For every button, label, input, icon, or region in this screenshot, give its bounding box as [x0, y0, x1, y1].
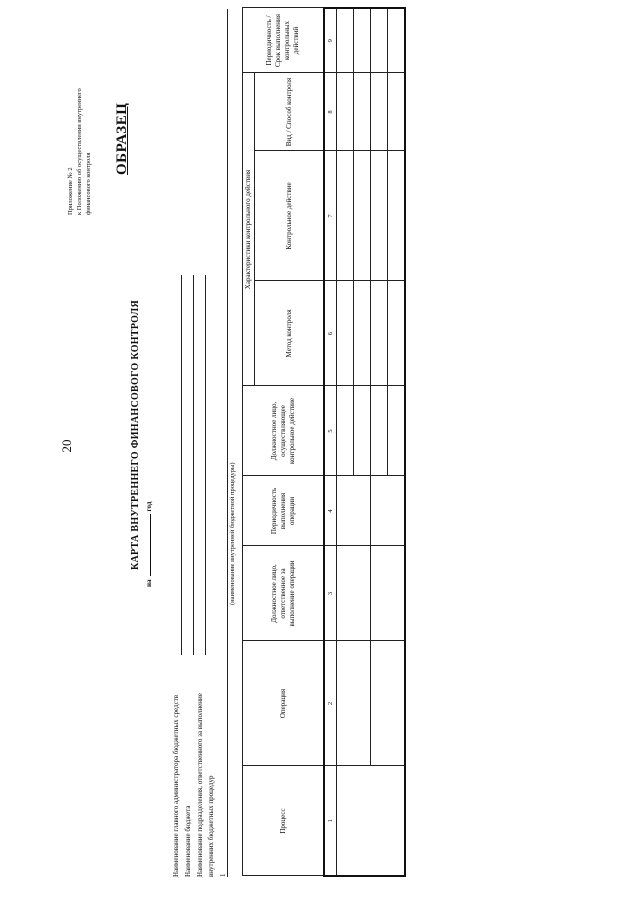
appendix-note: Приложение № 2 к Положению об осуществле… [66, 25, 93, 215]
table-cell [387, 386, 405, 476]
sample-watermark: ОБРАЗЕЦ [114, 102, 130, 175]
field-label-administrator: Наименование главного администратора бюд… [172, 694, 180, 877]
control-map-table: Процесс Операция Должностное лицо, ответ… [242, 7, 406, 877]
column-number: 2 [324, 641, 337, 766]
table-cell [336, 641, 371, 766]
header-process: Процесс [242, 766, 324, 876]
table-cell [353, 151, 371, 281]
table-cell [353, 8, 371, 73]
header-control-method: Метод контроля [254, 281, 324, 386]
table-cell [336, 386, 354, 476]
procedure-caption: (наименование внутренней бюджетной проце… [229, 462, 236, 605]
field-underline [193, 275, 194, 655]
year-prefix: на [145, 579, 153, 587]
table-cell [336, 151, 354, 281]
table-row [370, 8, 405, 876]
table-cell [370, 546, 405, 641]
procedure-line [227, 9, 228, 877]
year-line: на год [143, 502, 153, 587]
field-underline [205, 275, 206, 655]
field-label-department: Наименование подразделения, ответственно… [196, 693, 204, 877]
table-cell [387, 73, 405, 151]
table-cell [387, 281, 405, 386]
field-underline [181, 275, 182, 655]
document-title: КАРТА ВНУТРЕННЕГО ФИНАНСОВОГО КОНТРОЛЯ [130, 299, 141, 571]
header-control-characteristics: Характеристики контрольного действия [242, 73, 255, 386]
header-control-person: Должностное лицо, осуществляющее контрол… [242, 386, 324, 476]
year-blank [143, 514, 151, 577]
year-suffix: год [145, 501, 153, 512]
column-number: 6 [324, 281, 337, 386]
table-cell [353, 73, 371, 151]
header-operation: Операция [242, 641, 324, 766]
field-label-department-cont: внутренних бюджетных процедур [207, 775, 215, 877]
table-cell [353, 386, 371, 476]
header-control-frequency: Периодичность / Срок выполнения контроль… [242, 8, 324, 73]
table-cell [336, 8, 354, 73]
table-cell [336, 281, 354, 386]
column-number: 3 [324, 546, 337, 641]
field-label-budget: Наименование бюджета [184, 805, 192, 877]
table-cell [387, 151, 405, 281]
column-number: 7 [324, 151, 337, 281]
column-number: 9 [324, 8, 337, 73]
table-cell [370, 641, 405, 766]
table-cell [370, 8, 388, 73]
table-row [336, 8, 405, 876]
table-cell [336, 476, 371, 546]
appendix-line: финансового контроля [85, 152, 92, 215]
header-control-type: Вид / Способ контроля [254, 73, 324, 151]
table-cell [336, 546, 371, 641]
table-cell [370, 386, 388, 476]
table-cell [387, 8, 405, 73]
table-cell [370, 476, 405, 546]
header-responsible-person: Должностное лицо, ответственное за выпол… [242, 546, 324, 641]
table-cell [336, 766, 405, 876]
column-number: 8 [324, 73, 337, 151]
table-cell [370, 151, 388, 281]
table-cell [336, 73, 354, 151]
table-cell [370, 73, 388, 151]
header-operation-frequency: Периодичность выполнения операции [242, 476, 324, 546]
appendix-line: Приложение № 2 [67, 167, 74, 215]
column-number: 1 [324, 766, 337, 876]
appendix-line: к Положению об осуществлении внутреннего [76, 88, 83, 215]
column-number: 5 [324, 386, 337, 476]
table-cell [353, 281, 371, 386]
header-control-action: Контрольное действие [254, 151, 324, 281]
column-number: 4 [324, 476, 337, 546]
table-cell [370, 281, 388, 386]
